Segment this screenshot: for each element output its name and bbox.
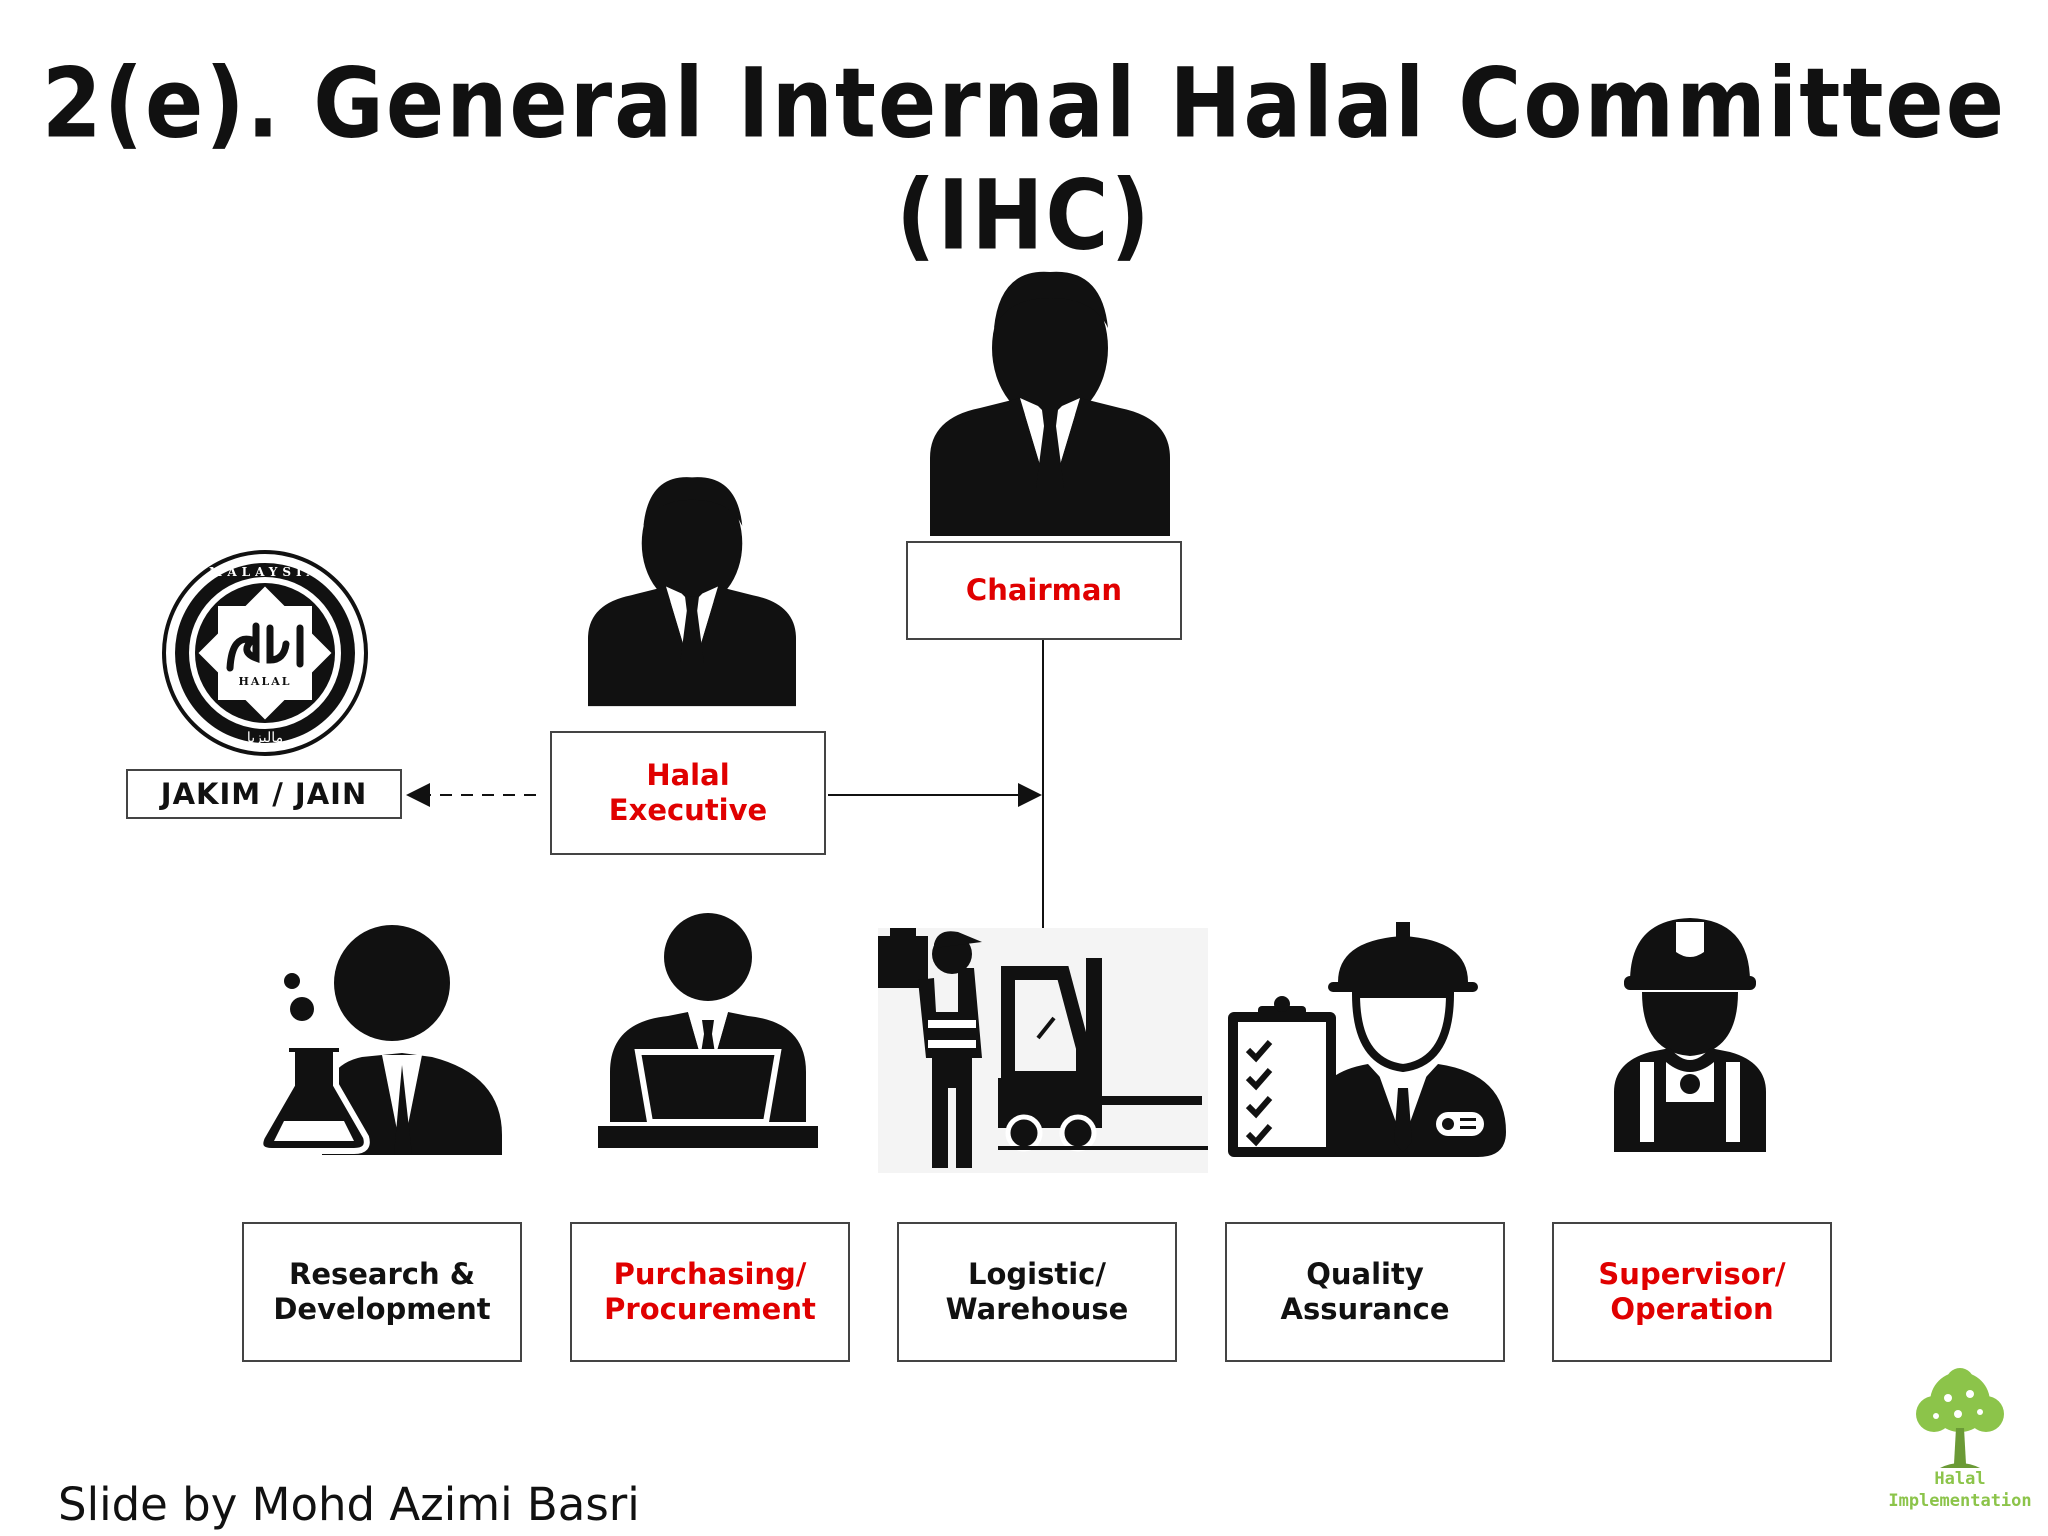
laptop-user-icon <box>598 913 818 1148</box>
chairman-label: Chairman <box>965 573 1123 607</box>
department-box-research: Research & Development <box>242 1222 522 1362</box>
department-label-research: Research & Development <box>273 1257 491 1326</box>
halal-executive-person-icon <box>588 477 796 707</box>
department-label-supervisor: Supervisor/ Operation <box>1598 1257 1786 1326</box>
slide-credit: Slide by Mohd Azimi Basri <box>58 1478 640 1531</box>
forklift-worker-icon <box>878 928 1208 1173</box>
chairman-box: Chairman <box>906 541 1182 640</box>
department-label-logistic: Logistic/ Warehouse <box>945 1257 1129 1326</box>
inspector-clipboard-icon <box>1228 922 1506 1157</box>
svg-text:HALAL: HALAL <box>239 675 292 688</box>
department-label-quality: Quality Assurance <box>1280 1257 1450 1326</box>
department-box-logistic: Logistic/ Warehouse <box>897 1222 1177 1362</box>
department-box-supervisor: Supervisor/ Operation <box>1552 1222 1832 1362</box>
svg-text:MALAYSIA: MALAYSIA <box>209 565 321 579</box>
svg-text:ماليزيا: ماليزيا <box>247 730 283 746</box>
department-box-quality: Quality Assurance <box>1225 1222 1505 1362</box>
department-label-purchasing: Purchasing/ Procurement <box>604 1257 816 1326</box>
hardhat-worker-icon <box>1614 918 1766 1152</box>
chairman-person-icon <box>930 271 1170 536</box>
slide-title: 2(e). General Internal Halal Committee (… <box>41 48 2007 272</box>
halal-implementation-tree-logo <box>1916 1368 2004 1468</box>
jakim-jain-label: JAKIM / JAIN <box>160 776 368 811</box>
jakim-jain-box: JAKIM / JAIN <box>126 769 402 819</box>
halal-executive-box: Halal Executive <box>550 731 826 855</box>
halal-malaysia-logo: HALAL MALAYSIA ماليزيا <box>162 550 368 756</box>
brand-label: Halal Implementation <box>1888 1469 2032 1511</box>
scientist-icon <box>262 925 502 1155</box>
halal-executive-label: Halal Executive <box>608 758 768 827</box>
department-box-purchasing: Purchasing/ Procurement <box>570 1222 850 1362</box>
